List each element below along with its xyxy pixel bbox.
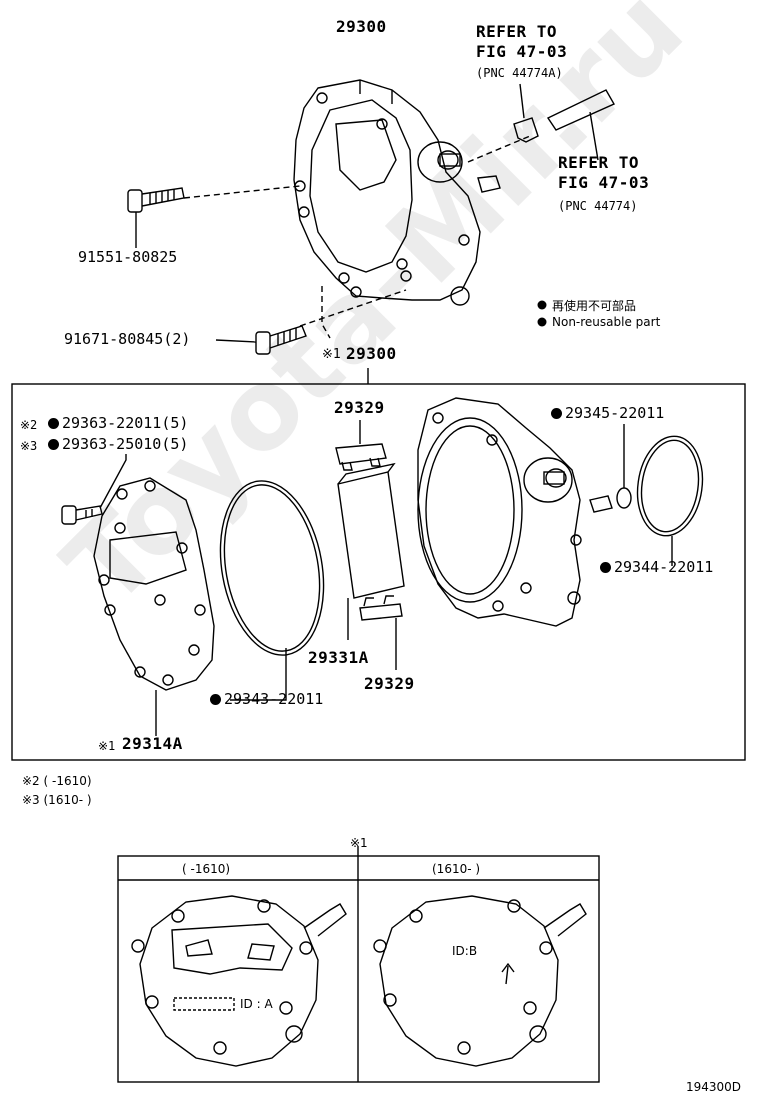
part-number-29314a[interactable]: 29314A bbox=[122, 734, 183, 753]
refer-label-1: REFER TO bbox=[476, 22, 558, 41]
variant-col-right: (1610- ) bbox=[432, 862, 481, 876]
gasket-a-mark: ※2 bbox=[20, 418, 38, 432]
box-title-mark: ※1 bbox=[322, 347, 341, 362]
pump-assembly-illustration bbox=[127, 79, 615, 355]
variant-mark: ※1 bbox=[350, 836, 368, 850]
screw-29363-icon bbox=[61, 454, 127, 525]
part-number-29300-top[interactable]: 29300 bbox=[336, 17, 387, 36]
part-number-91671[interactable]: 91671-80845(2) bbox=[64, 330, 191, 348]
part-number-29344-22011[interactable]: 29344-22011 bbox=[600, 558, 713, 576]
oring-right-label: 29344-22011 bbox=[614, 558, 714, 576]
cover-plate-illustration bbox=[93, 477, 215, 736]
variant-col-left: ( -1610) bbox=[182, 862, 231, 876]
non-reusable-dot-icon bbox=[210, 694, 221, 705]
id-b-label: ID:B bbox=[452, 944, 478, 958]
bolt-91671-icon bbox=[255, 325, 307, 355]
part-number-29363-22011[interactable]: 29363-22011(5) bbox=[48, 414, 188, 432]
refer-fig-link-1[interactable]: FIG 47-03 bbox=[476, 42, 568, 61]
figure-code: 194300D bbox=[686, 1080, 742, 1094]
seal-29329-lower-illustration bbox=[359, 595, 403, 670]
gasket-a-label: 29363-22011(5) bbox=[62, 414, 189, 432]
non-reusable-dot-icon bbox=[551, 408, 562, 419]
gasket-b-label: 29363-25010(5) bbox=[62, 435, 189, 453]
exploded-view-frame bbox=[11, 383, 746, 761]
variant-a-illustration bbox=[131, 895, 347, 1067]
variant-b-illustration bbox=[373, 895, 587, 1067]
non-reusable-dot-icon bbox=[48, 418, 59, 429]
legend-en: Non-reusable part bbox=[552, 315, 661, 329]
part-number-29345-22011[interactable]: 29345-22011 bbox=[551, 404, 664, 422]
part-number-29300-box[interactable]: 29300 bbox=[346, 344, 397, 363]
part-number-29331a[interactable]: 29331A bbox=[308, 648, 369, 667]
cover-mark: ※1 bbox=[98, 739, 116, 753]
refer-pnc-1: (PNC 44774A) bbox=[476, 66, 563, 80]
refer-fig-link-2[interactable]: FIG 47-03 bbox=[558, 173, 650, 192]
oring-29344-illustration bbox=[636, 435, 704, 566]
seal-29329-upper-illustration bbox=[335, 420, 387, 471]
part-number-91551[interactable]: 91551-80825 bbox=[78, 248, 178, 266]
non-reusable-dot-icon bbox=[600, 562, 611, 573]
id-a-label: ID : A bbox=[240, 997, 273, 1011]
refer-pnc-2: (PNC 44774) bbox=[558, 199, 638, 213]
oring-29345-illustration bbox=[616, 424, 632, 509]
vane-29331a-illustration bbox=[337, 462, 405, 640]
refer-label-2: REFER TO bbox=[558, 153, 640, 172]
oring-large-label: 29343-22011 bbox=[224, 690, 324, 708]
gasket-b-mark: ※3 bbox=[20, 439, 38, 453]
part-number-29329-lower[interactable]: 29329 bbox=[364, 674, 415, 693]
oring-29343-illustration bbox=[219, 480, 325, 701]
part-number-29363-25010[interactable]: 29363-25010(5) bbox=[48, 435, 188, 453]
oring-small-label: 29345-22011 bbox=[565, 404, 665, 422]
legend-jp: 再使用不可部品 bbox=[552, 299, 637, 313]
part-number-29343-22011[interactable]: 29343-22011 bbox=[210, 690, 323, 708]
pump-housing-illustration bbox=[417, 397, 613, 627]
bolt-91551-icon bbox=[127, 187, 185, 213]
part-number-29329-upper[interactable]: 29329 bbox=[334, 398, 385, 417]
note-3: ※3 (1610- ) bbox=[22, 793, 92, 807]
non-reusable-dot-icon bbox=[48, 439, 59, 450]
note-2: ※2 ( -1610) bbox=[22, 774, 92, 788]
